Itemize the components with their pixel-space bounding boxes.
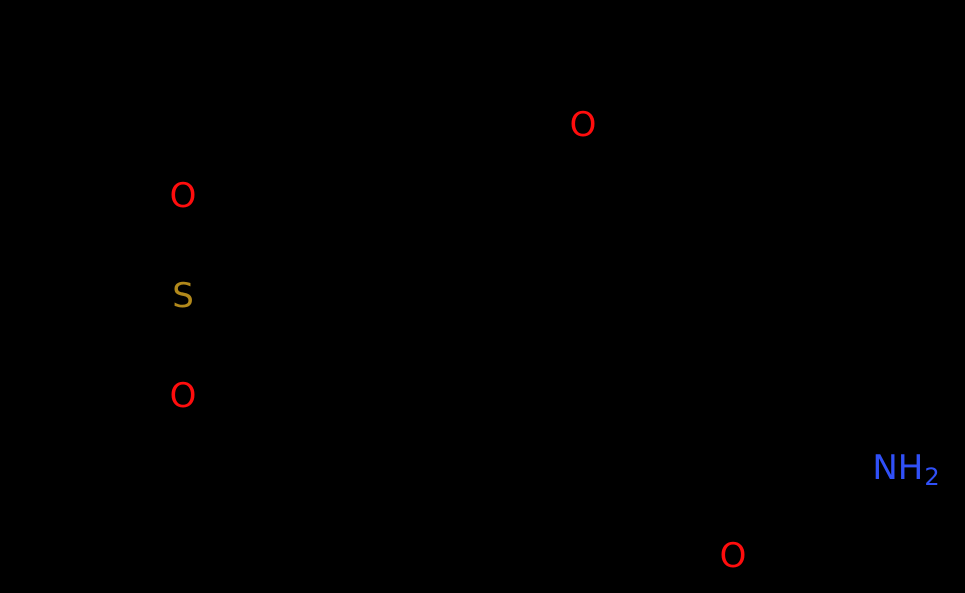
atom-label: O <box>169 176 197 216</box>
atom-label: O <box>719 536 747 576</box>
atom-label: O <box>569 105 597 145</box>
atom-subscript: 2 <box>924 463 940 491</box>
atom-o-methoxy: O <box>570 108 597 142</box>
atom-label: S <box>172 276 194 316</box>
atom-label: O <box>169 376 197 416</box>
atom-s-sulfonyl: S <box>172 279 194 313</box>
atom-o-carbonyl: O <box>720 539 747 573</box>
atom-label: NH <box>872 448 924 488</box>
atom-n-amide: NH2 <box>872 451 939 489</box>
atom-o-sulfonyl-top: O <box>170 179 197 213</box>
atom-o-sulfonyl-bottom: O <box>170 379 197 413</box>
